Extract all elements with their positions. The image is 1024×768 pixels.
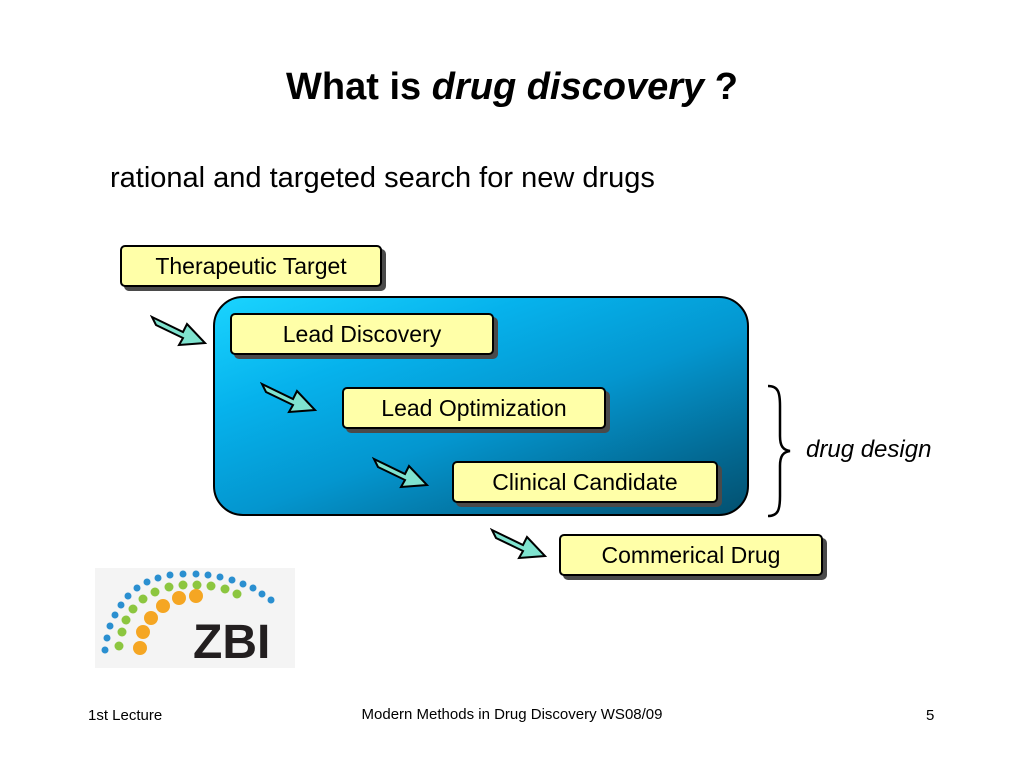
footer-lecture: 1st Lecture bbox=[88, 707, 163, 724]
step-therapeutic-target: Therapeutic Target bbox=[120, 245, 382, 287]
slide-subtitle: rational and targeted search for new dru… bbox=[110, 162, 655, 194]
slide-title: What is drug discovery ? bbox=[0, 62, 1024, 112]
zbi-logo-icon: ZBI bbox=[95, 568, 295, 668]
flow-arrow-2-icon bbox=[260, 381, 318, 414]
step-lead-discovery: Lead Discovery bbox=[230, 313, 494, 355]
drug-design-label: drug design bbox=[806, 436, 932, 463]
title-prefix: What is bbox=[286, 66, 432, 108]
title-emphasis: drug discovery bbox=[431, 66, 705, 108]
footer-course: Modern Methods in Drug Discovery WS08/09 bbox=[361, 706, 663, 723]
flow-arrow-4-icon bbox=[490, 527, 548, 560]
brace-icon bbox=[767, 384, 791, 518]
logo-text: ZBI bbox=[193, 616, 270, 668]
step-lead-optimization: Lead Optimization bbox=[342, 387, 606, 429]
footer-page-number: 5 bbox=[926, 707, 935, 724]
flow-arrow-1-icon bbox=[150, 314, 208, 347]
title-suffix: ? bbox=[704, 66, 738, 108]
step-clinical-candidate: Clinical Candidate bbox=[452, 461, 718, 503]
step-commercial-drug: Commerical Drug bbox=[559, 534, 823, 576]
flow-arrow-3-icon bbox=[372, 456, 430, 489]
